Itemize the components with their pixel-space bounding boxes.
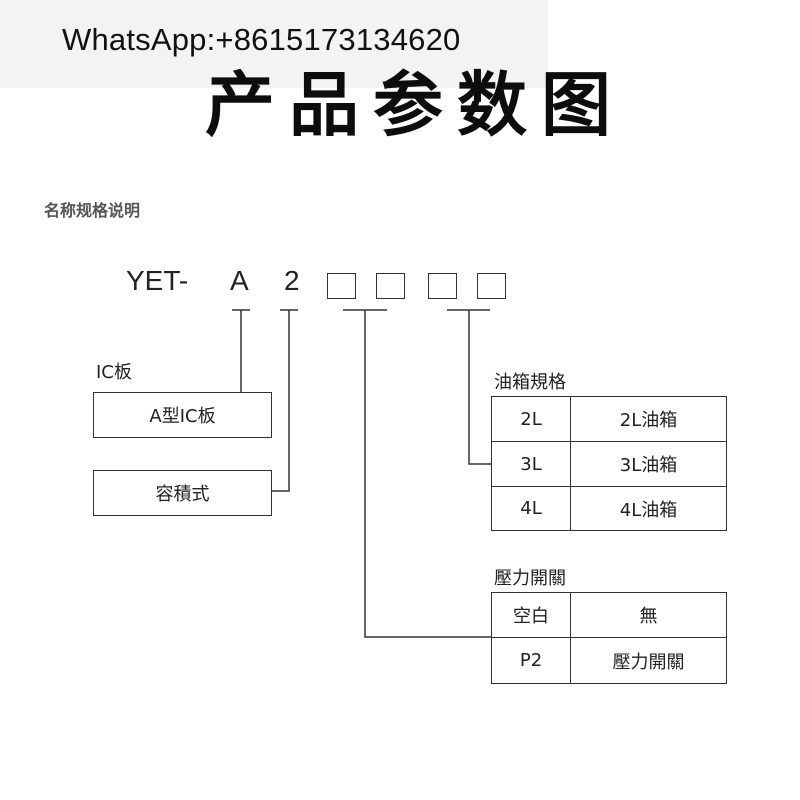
tank-desc: 3L油箱 <box>570 441 727 487</box>
pressure-code: P2 <box>491 637 571 684</box>
tank-code: 4L <box>491 486 571 531</box>
tank-spec-label: 油箱規格 <box>494 372 566 393</box>
tank-desc: 2L油箱 <box>570 396 727 442</box>
code-slot-2 <box>376 273 405 299</box>
tank-desc: 4L油箱 <box>570 486 727 531</box>
code-part-a: A <box>230 265 249 296</box>
watermark-banner: WhatsApp:+8615173134620 <box>0 0 548 88</box>
pressure-code: 空白 <box>491 592 571 638</box>
table-row: 3L 3L油箱 <box>491 441 727 487</box>
table-row: 空白 無 <box>491 592 727 638</box>
ic-board-value: A型IC板 <box>149 406 216 427</box>
code-prefix: YET- <box>126 265 189 296</box>
code-slot-4 <box>477 273 506 299</box>
code-part-2: 2 <box>284 265 300 296</box>
table-row: 4L 4L油箱 <box>491 486 727 531</box>
pressure-desc: 無 <box>570 592 727 638</box>
ic-board-box: A型IC板 <box>93 392 272 438</box>
watermark-text: WhatsApp:+8615173134620 <box>62 22 461 57</box>
table-row: P2 壓力開關 <box>491 637 727 684</box>
table-row: 2L 2L油箱 <box>491 396 727 442</box>
page-title: 产品参数图 <box>205 64 625 146</box>
volume-type-box: 容積式 <box>93 470 272 516</box>
pressure-desc: 壓力開關 <box>570 637 727 684</box>
tank-code: 3L <box>491 441 571 487</box>
ic-board-label: IC板 <box>96 362 132 383</box>
volume-type-value: 容積式 <box>155 484 210 505</box>
code-slot-3 <box>428 273 457 299</box>
code-slot-1 <box>327 273 356 299</box>
tank-code: 2L <box>491 396 571 442</box>
pressure-switch-label: 壓力開關 <box>494 568 566 589</box>
tank-spec-table: 2L 2L油箱 3L 3L油箱 4L 4L油箱 <box>491 396 727 531</box>
section-subtitle: 名称规格说明 <box>44 201 141 220</box>
pressure-switch-table: 空白 無 P2 壓力開關 <box>491 592 727 684</box>
